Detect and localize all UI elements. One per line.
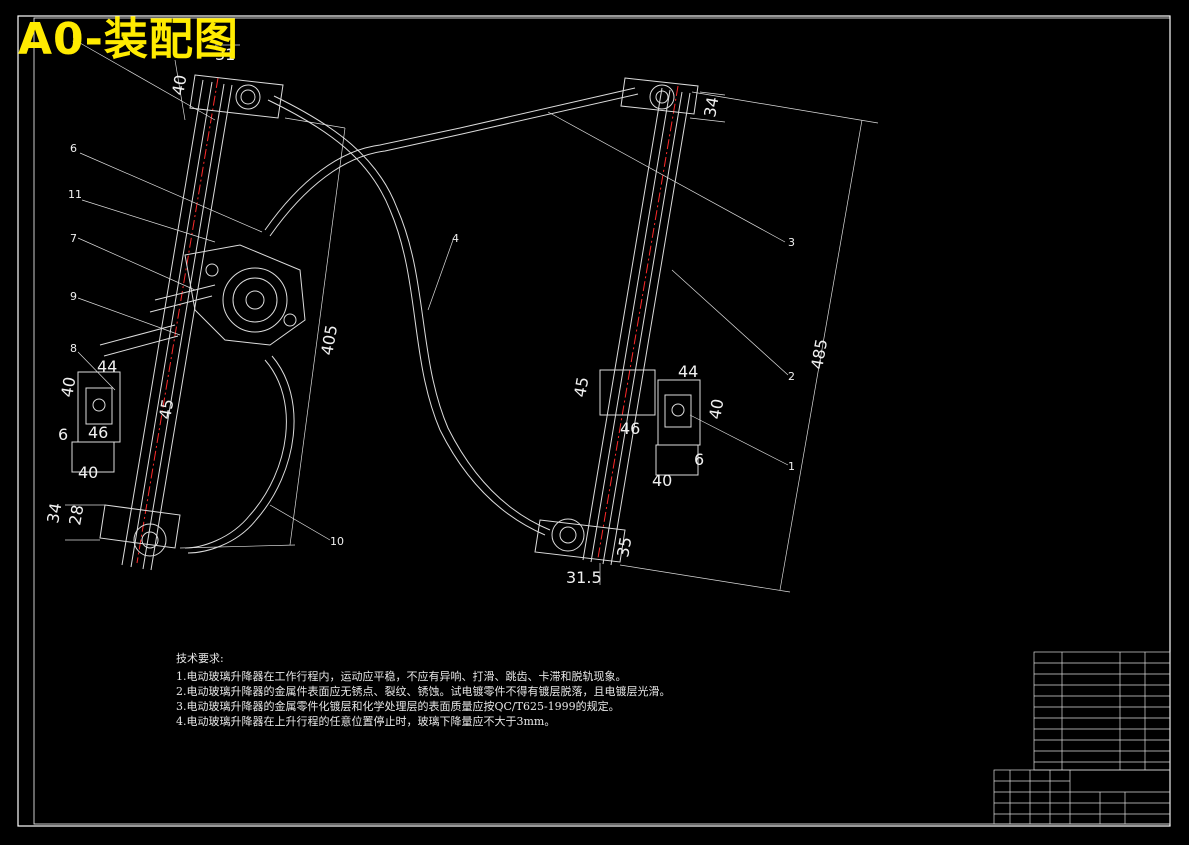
right-rail (534, 77, 701, 566)
tech-item: 4.电动玻璃升降器在上升行程的任意位置停止时，玻璃下降量应不大于3mm。 (176, 715, 556, 728)
tech-item: 1.电动玻璃升降器在工作行程内，运动应平稳，不应有异响、打滑、跳齿、卡滞和脱轨现… (176, 670, 627, 683)
dim-label: 40 (168, 73, 190, 96)
dimension-labels: 40 31 405 40 46 45 6 40 44 34 28 34 485 … (43, 45, 831, 587)
part-label: 1 (788, 460, 795, 473)
tech-heading: 技术要求: (176, 652, 224, 665)
part-label: 5 (72, 32, 79, 45)
dim-label: 28 (65, 503, 87, 526)
part-labels: 5 6 11 7 9 8 4 3 2 1 10 (68, 32, 795, 548)
title-block (993, 769, 1171, 825)
dim-label: 45 (155, 397, 177, 420)
tech-item: 3.电动玻璃升降器的金属零件化镀层和化学处理层的表面质量应按QC/T625-19… (176, 700, 620, 713)
dim-label: 46 (88, 423, 108, 442)
dim-label: 31.5 (566, 568, 602, 587)
part-label: 4 (452, 232, 459, 245)
sheet-size-badge: A0-装配图 (18, 14, 239, 65)
dim-label: 6 (694, 450, 704, 469)
parts-list-table (1033, 651, 1171, 771)
dim-label: 44 (678, 362, 698, 381)
part-label: 9 (70, 290, 77, 303)
cables (184, 87, 639, 554)
part-label: 3 (788, 236, 795, 249)
part-label: 8 (70, 342, 77, 355)
dim-label: 35 (613, 535, 635, 558)
tech-item: 2.电动玻璃升降器的金属件表面应无锈点、裂纹、锈蚀。试电镀零件不得有镀层脱落，且… (176, 685, 671, 698)
part-label: 2 (788, 370, 795, 383)
technical-requirements: 技术要求: 1.电动玻璃升降器在工作行程内，运动应平稳，不应有异响、打滑、跳齿、… (176, 651, 671, 729)
dim-label: 6 (58, 425, 68, 444)
inner-border (33, 17, 1171, 825)
dim-label: 46 (620, 419, 640, 438)
dim-label: 34 (43, 501, 65, 524)
leader-lines (77, 42, 789, 541)
left-rail (71, 74, 284, 571)
dim-label: 34 (700, 95, 722, 118)
dimension-lines (65, 44, 879, 593)
dim-label: 40 (57, 375, 79, 398)
dim-label: 40 (705, 397, 727, 420)
part-label: 7 (70, 232, 77, 245)
dim-label: 40 (78, 463, 98, 482)
part-label: 6 (70, 142, 77, 155)
dim-label: 44 (97, 357, 117, 376)
dim-label: 45 (570, 375, 592, 398)
part-label: 11 (68, 188, 82, 201)
dim-label: 31 (215, 45, 235, 64)
part-label: 10 (330, 535, 344, 548)
dim-label: 40 (652, 471, 672, 490)
